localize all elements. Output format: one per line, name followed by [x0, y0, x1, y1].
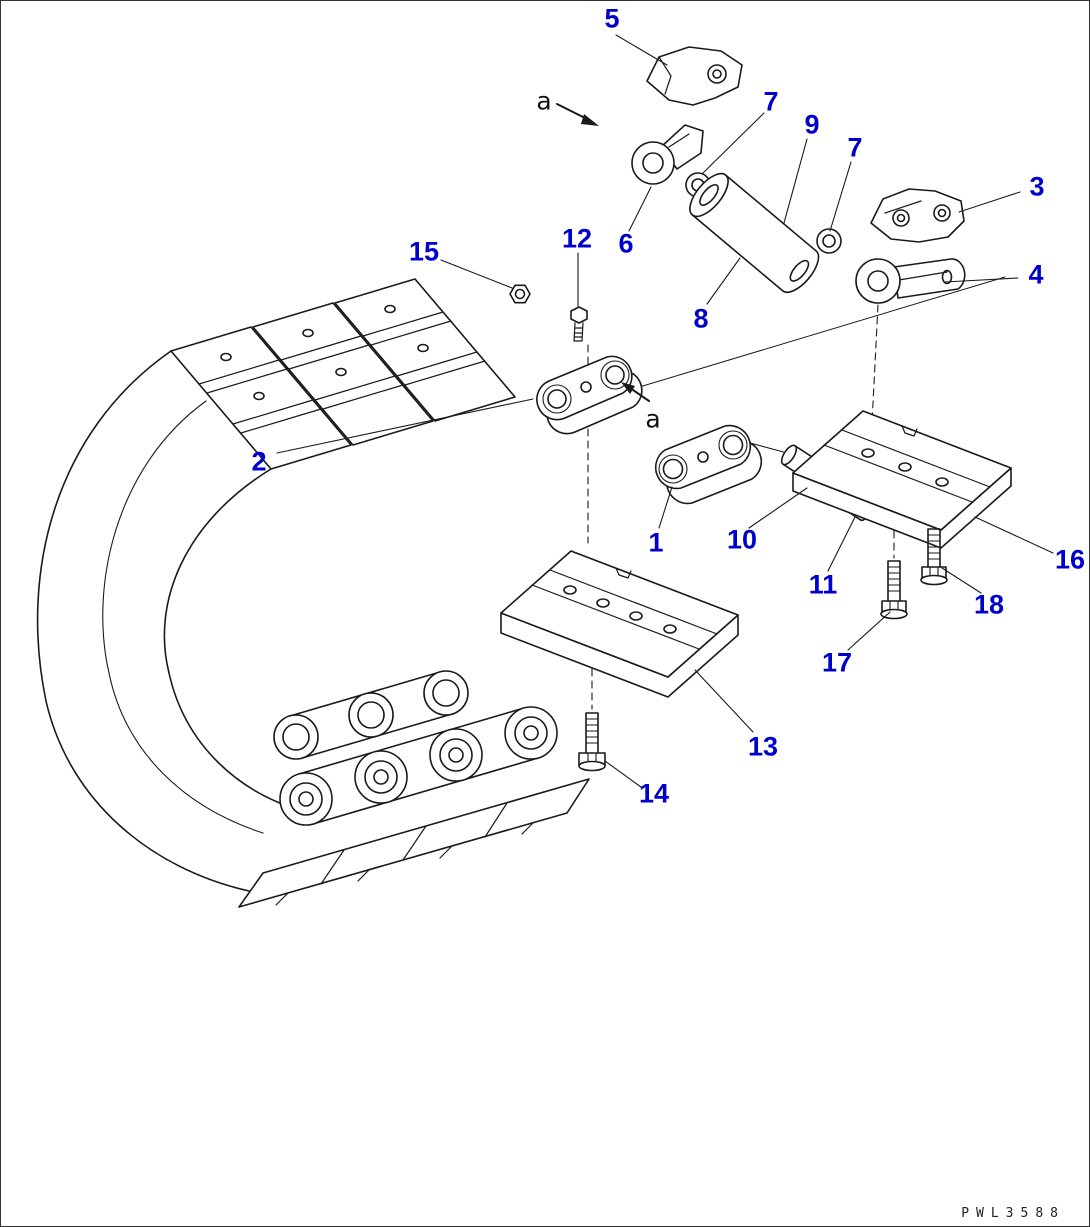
- section-marker-a-mid: a: [645, 404, 661, 434]
- callout-part-2: 2: [251, 446, 267, 477]
- leader-lines: [276, 34, 1054, 788]
- callout-part-3: 3: [1029, 171, 1045, 202]
- section-arrow-mid: [621, 382, 650, 402]
- callout-part-11: 11: [808, 569, 838, 600]
- master-shoe-part5: [646, 46, 743, 106]
- callout-part-16: 16: [1054, 544, 1086, 575]
- chain-links-near-row: [279, 706, 558, 826]
- bottom-track-shoes: [238, 778, 590, 908]
- shoe-bolt-part17: [880, 560, 908, 620]
- track-band-outer-curve: [36, 350, 250, 892]
- link-assembly-part1: [654, 424, 763, 505]
- seal-part7-lower: [816, 228, 842, 254]
- track-shoe-part13: [500, 550, 739, 698]
- nut-part15: [509, 284, 531, 304]
- drawing-code: PWL3588: [961, 1206, 1065, 1221]
- callout-part-17: 17: [821, 647, 853, 678]
- callout-part-10: 10: [726, 524, 758, 555]
- callout-part-15: 15: [408, 236, 440, 267]
- track-band-contour: [102, 400, 264, 834]
- shoe-bolt-part18: [920, 528, 948, 586]
- callout-part-8: 8: [693, 303, 709, 334]
- callout-part-12: 12: [561, 223, 593, 254]
- pin-bushing-part8-9: [689, 172, 820, 293]
- section-marker-a-top: a: [536, 86, 552, 116]
- shoe-bolt-part14: [578, 712, 606, 772]
- callout-part-18: 18: [973, 589, 1005, 620]
- callout-part-4: 4: [1028, 259, 1044, 290]
- master-link-part3: [870, 188, 965, 243]
- link-part4: [855, 258, 966, 304]
- track-band-inner-curve: [163, 468, 304, 812]
- top-track-shoes: [170, 278, 516, 470]
- link-assembly-part2: [536, 355, 643, 435]
- section-arrow-top: [556, 103, 599, 126]
- callout-part-7-lower: 7: [847, 132, 863, 163]
- track-shoe-part16: [792, 410, 1012, 549]
- chain-links-far-row: [273, 670, 469, 760]
- track-assembly: [36, 278, 590, 908]
- callout-part-6: 6: [618, 228, 634, 259]
- callout-part-1: 1: [648, 527, 664, 558]
- callout-part-7-upper: 7: [763, 86, 779, 117]
- callout-part-14: 14: [638, 778, 670, 809]
- callout-part-5: 5: [604, 3, 620, 34]
- bolt-part12: [570, 306, 588, 342]
- callout-part-9: 9: [804, 109, 820, 140]
- callout-part-13: 13: [747, 731, 779, 762]
- link-part6: [631, 124, 704, 185]
